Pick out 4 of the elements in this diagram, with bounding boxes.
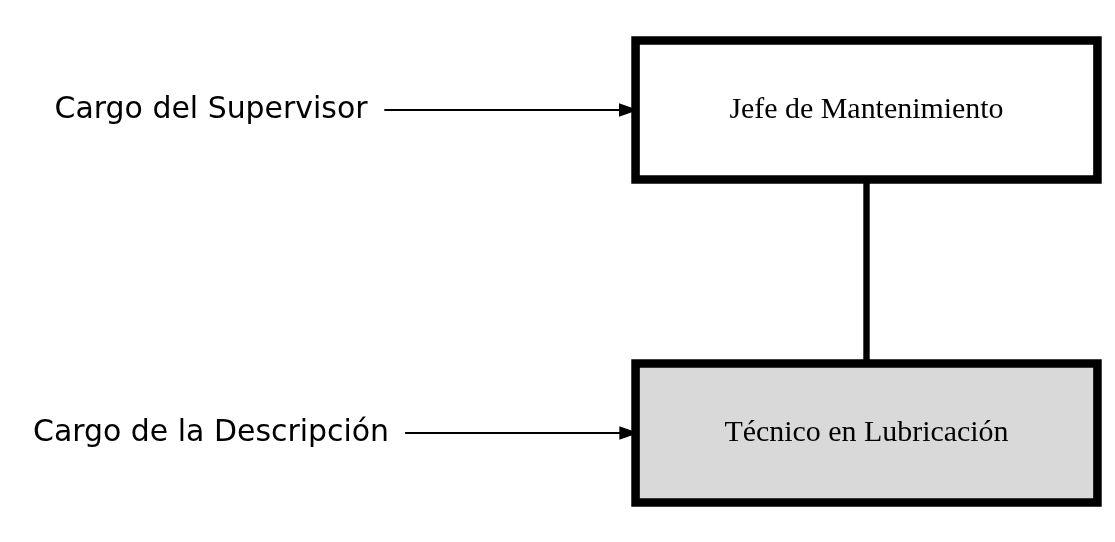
node-box: Jefe de Mantenimiento [631, 35, 1102, 184]
node-text: Cargo del Supervisor [54, 89, 368, 125]
node-box: Técnico en Lubricación [631, 358, 1102, 507]
node-text: Cargo de la Descripción [33, 412, 390, 448]
